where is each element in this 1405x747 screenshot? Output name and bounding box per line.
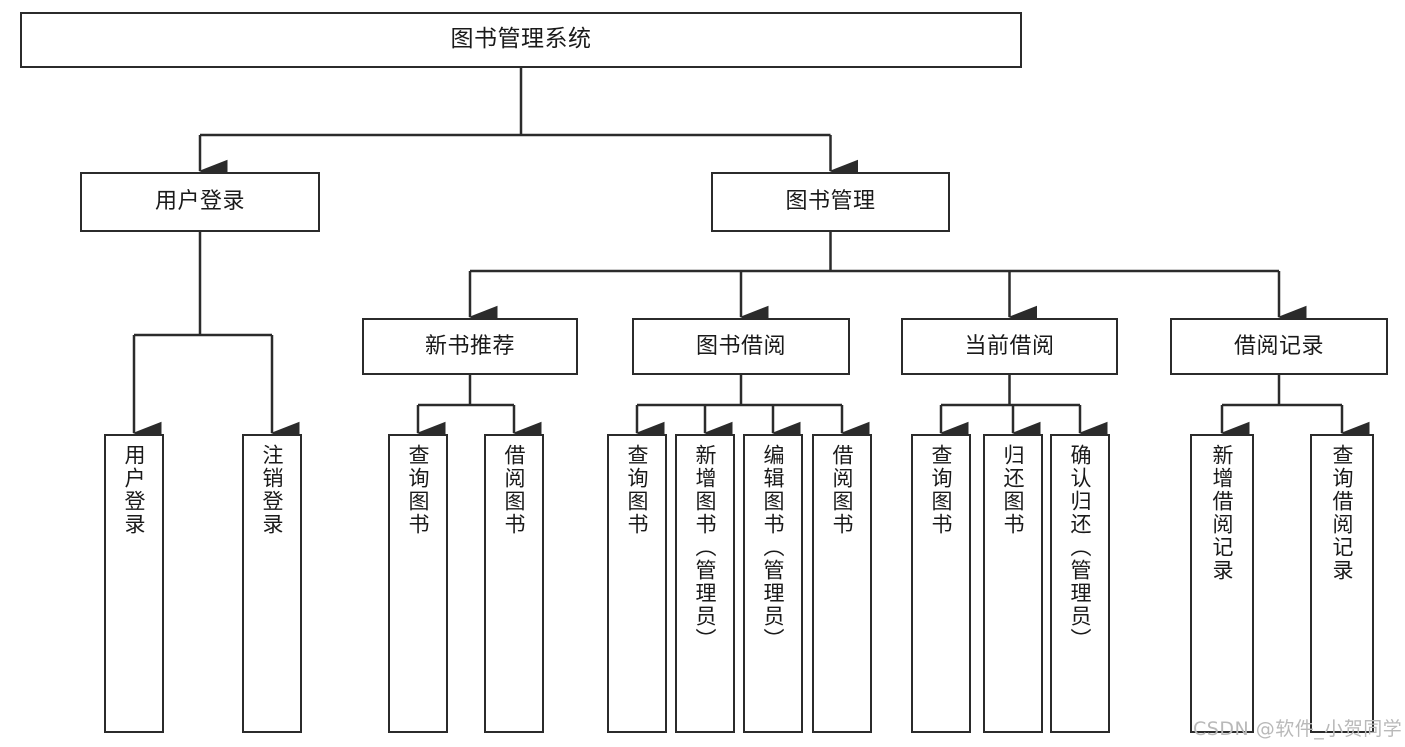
node-login[interactable]: 用户登录	[80, 172, 320, 232]
node-label: 新增借阅记录	[1210, 444, 1235, 582]
node-current[interactable]: 当前借阅	[901, 318, 1118, 375]
node-label: 注销登录	[260, 444, 285, 536]
node-root[interactable]: 图书管理系统	[20, 12, 1022, 68]
watermark: CSDN @软件_小贺同学	[1193, 718, 1403, 740]
node-l-login[interactable]: 用户登录	[104, 434, 164, 733]
node-l-add[interactable]: 新增图书（管理员）	[675, 434, 735, 733]
node-label: 用户登录	[154, 189, 245, 215]
node-label: 借阅图书	[502, 444, 527, 536]
node-l-q1[interactable]: 查询图书	[388, 434, 448, 733]
node-l-b1[interactable]: 借阅图书	[484, 434, 544, 733]
node-l-confirm[interactable]: 确认归还（管理员）	[1050, 434, 1110, 733]
node-label: 图书管理	[785, 189, 876, 215]
node-bookmgr[interactable]: 图书管理	[711, 172, 950, 232]
node-l-b2[interactable]: 借阅图书	[812, 434, 872, 733]
node-l-edit[interactable]: 编辑图书（管理员）	[743, 434, 803, 733]
node-label: 新增图书（管理员）	[693, 444, 718, 651]
node-label: 查询图书	[406, 444, 431, 536]
node-borrow[interactable]: 图书借阅	[632, 318, 850, 375]
node-l-qrec[interactable]: 查询借阅记录	[1310, 434, 1374, 733]
node-label: 图书管理系统	[450, 26, 592, 53]
node-l-return[interactable]: 归还图书	[983, 434, 1043, 733]
node-l-q2[interactable]: 查询图书	[607, 434, 667, 733]
node-label: 查询图书	[929, 444, 954, 536]
node-label: 新书推荐	[424, 333, 515, 359]
node-label: 查询图书	[625, 444, 650, 536]
node-label: 借阅记录	[1233, 333, 1324, 359]
node-label: 用户登录	[122, 444, 147, 536]
node-label: 查询借阅记录	[1330, 444, 1355, 582]
node-label: 编辑图书（管理员）	[761, 444, 786, 651]
node-label: 确认归还（管理员）	[1068, 444, 1093, 651]
node-newbook[interactable]: 新书推荐	[362, 318, 578, 375]
node-l-addrec[interactable]: 新增借阅记录	[1190, 434, 1254, 733]
node-label: 当前借阅	[964, 333, 1055, 359]
node-l-logout[interactable]: 注销登录	[242, 434, 302, 733]
node-l-q3[interactable]: 查询图书	[911, 434, 971, 733]
node-label: 图书借阅	[695, 333, 786, 359]
node-label: 借阅图书	[830, 444, 855, 536]
node-records[interactable]: 借阅记录	[1170, 318, 1388, 375]
node-label: 归还图书	[1001, 444, 1026, 536]
